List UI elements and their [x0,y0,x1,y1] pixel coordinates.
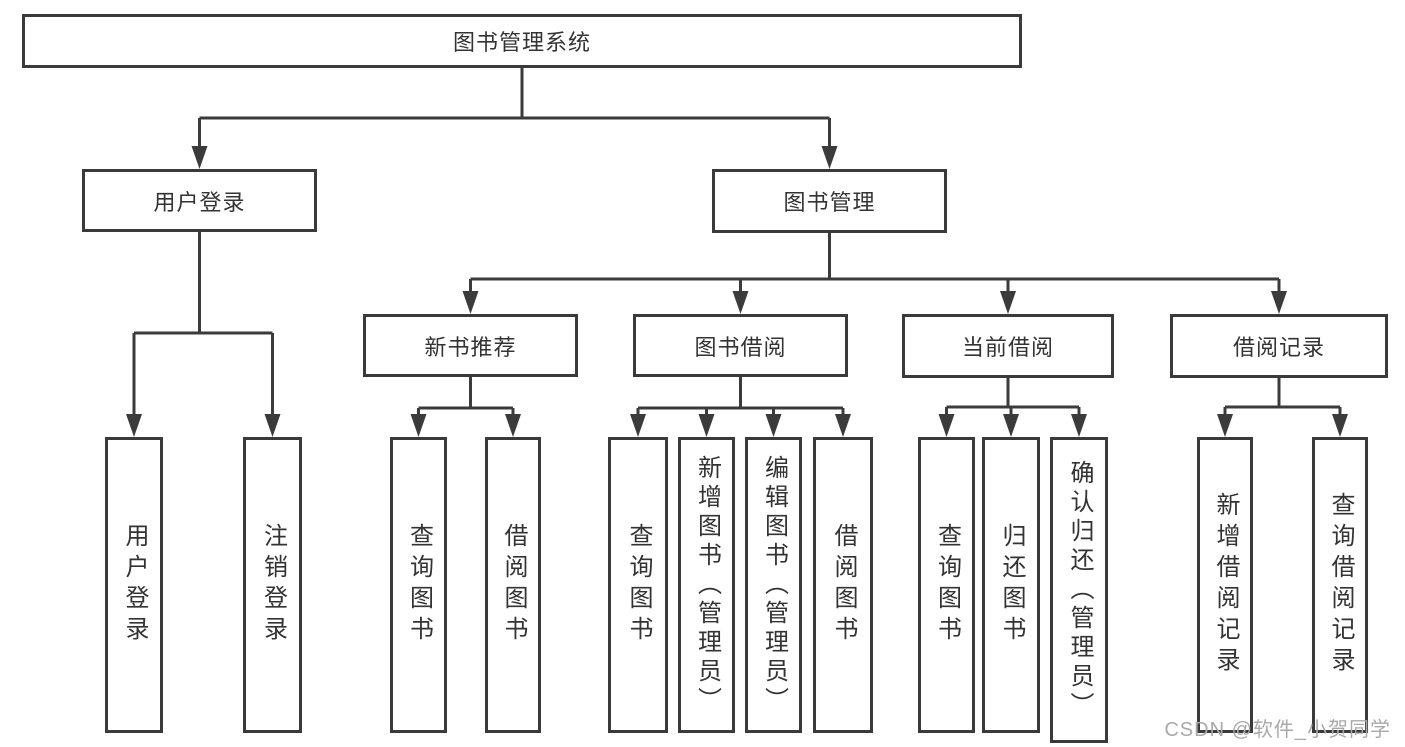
leaf-user-login: 用户登录 [105,437,163,733]
leaf-add-books-admin-label: 新增图书（管理员） [693,454,721,716]
leaf-borrow-query-books: 查询图书 [608,437,668,733]
node-user-login: 用户登录 [82,169,317,232]
leaf-user-login-label: 用户登录 [121,523,148,647]
leaf-confirm-return-admin-label: 确认归还（管理员） [1066,459,1093,721]
node-book-management-label: 图书管理 [783,190,876,215]
leaf-query-borrow-record-label: 查询借阅记录 [1327,492,1354,678]
node-current-borrow-label: 当前借阅 [961,335,1054,360]
leaf-borrow-books: 借阅图书 [813,437,873,733]
node-book-borrow: 图书借阅 [633,314,848,377]
leaf-logout-label: 注销登录 [259,523,287,647]
node-new-book-recommend-label: 新书推荐 [424,334,517,360]
leaf-current-query-books-label: 查询图书 [933,523,961,647]
leaf-add-books-admin: 新增图书（管理员） [678,437,735,733]
leaf-current-query-books: 查询图书 [918,437,975,733]
leaf-edit-books-admin: 编辑图书（管理员） [745,437,802,733]
leaf-recommend-borrow-books: 借阅图书 [485,437,541,733]
leaf-borrow-query-books-label: 查询图书 [625,523,652,647]
node-root-label: 图书管理系统 [452,30,591,55]
leaf-return-books-label: 归还图书 [998,523,1025,647]
leaf-query-borrow-record: 查询借阅记录 [1312,437,1368,733]
node-current-borrow: 当前借阅 [902,314,1114,378]
leaf-logout: 注销登录 [243,437,302,733]
leaf-borrow-books-label: 借阅图书 [830,523,857,647]
node-book-borrow-label: 图书借阅 [694,334,787,360]
leaf-recommend-query-books: 查询图书 [390,437,447,733]
node-new-book-recommend: 新书推荐 [363,314,578,377]
node-root: 图书管理系统 [22,14,1022,68]
node-borrow-records-label: 借阅记录 [1232,335,1325,360]
leaf-add-borrow-record: 新增借阅记录 [1197,437,1253,733]
leaf-recommend-query-books-label: 查询图书 [405,523,433,647]
node-book-management: 图书管理 [712,169,947,233]
leaf-confirm-return-admin: 确认归还（管理员） [1050,437,1108,743]
connector-strokes [132,68,1342,419]
watermark: CSDN @软件_小贺同学 [1164,719,1391,741]
leaf-recommend-borrow-books-label: 借阅图书 [500,523,527,647]
node-user-login-label: 用户登录 [153,189,246,215]
leaf-add-borrow-record-label: 新增借阅记录 [1212,492,1239,678]
arrowheads [126,146,1348,437]
node-borrow-records: 借阅记录 [1170,314,1388,378]
leaf-edit-books-admin-label: 编辑图书（管理员） [760,454,788,716]
leaf-return-books: 归还图书 [982,437,1040,733]
